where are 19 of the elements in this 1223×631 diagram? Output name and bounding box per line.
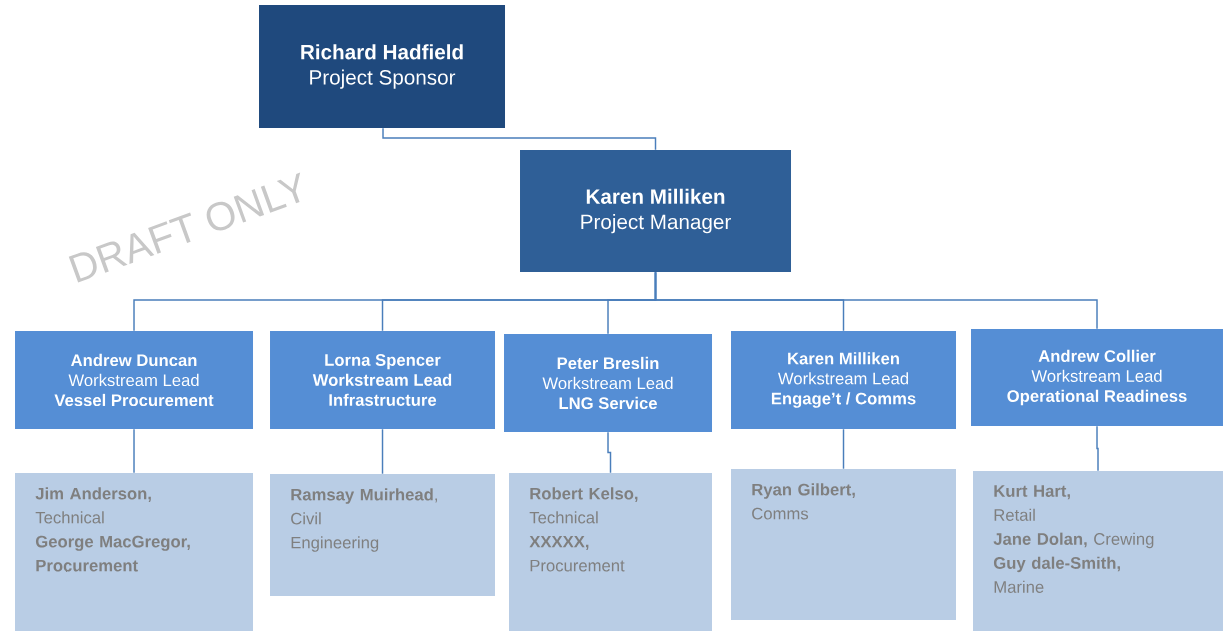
name-box: Richard Hadfield Project Sponsor [259,5,505,128]
team-box: Ramsay Muirhead, Civil Engineering [270,474,495,596]
name-box: Andrew Collier Workstream Lead Operational Readiness [971,329,1223,426]
connector [1096,425,1099,472]
connector [382,127,657,151]
team-box: Kurt Hart, Retail Jane Dolan, Crewing Guy dale-Smith, Marine [973,471,1223,631]
team-box: Ryan Gilbert, Comms [731,469,956,620]
name-box: Karen Milliken Project Manager [520,150,791,272]
team-box: Robert Kelso, Technical XXXXX, Procurement [509,473,712,631]
team-box: Jim Anderson, Technical George MacGregor, Procurement [15,473,253,631]
name-box: Andrew Duncan Workstream Lead Vessel Procurement [15,331,253,429]
connector [842,428,845,470]
connector [133,428,135,474]
connector [654,271,1098,330]
connector [607,431,612,474]
name-box: Lorna Spencer Workstream Lead Infrastructure [270,331,495,429]
connector [381,428,384,475]
name-box: Karen Milliken Workstream Lead Engage’t / Comms [731,331,956,429]
name-box: Peter Breslin Workstream Lead LNG Service [504,334,712,432]
